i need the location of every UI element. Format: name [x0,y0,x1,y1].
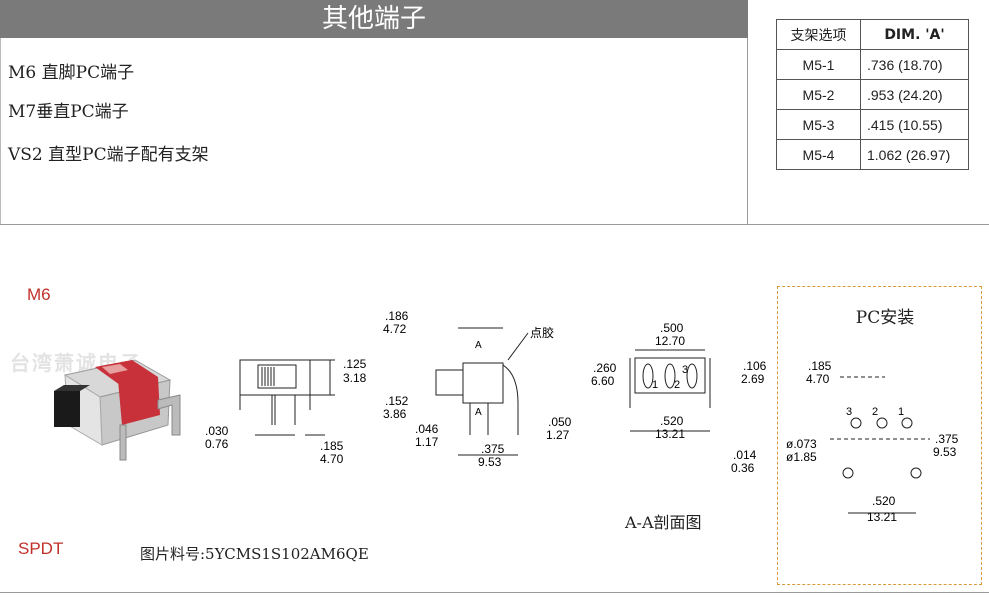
end-view-drawing: .186 4.72 A A 点胶 .152 3.86 .046 1.17 .37… [383,309,572,469]
model-label: M6 [27,285,51,304]
dim-text: .520 [872,494,896,508]
dim-text: 0.76 [205,437,229,451]
section-view-drawing: .500 12.70 1 2 3 .260 6.60 .106 2.69 .52… [591,321,767,475]
pc-mount-drawing: .185 4.70 3 2 1 ø.073 ø1.85 .375 9.53 .5… [786,359,959,524]
dim-text: 3.18 [343,371,367,385]
dim-text: .500 [660,321,684,335]
section-divider-horizontal [0,224,989,225]
dim-text: 12.70 [655,334,685,348]
dim-text: 4.70 [320,452,344,466]
dim-text: .185 [320,439,344,453]
dim-text: 4.70 [806,372,830,386]
dim-text: .375 [481,442,505,456]
pc-mount-title: PC安装 [855,308,915,328]
dim-text: ø.073 [786,437,817,451]
dim-text: .014 [733,448,757,462]
table-header-dim: DIM. 'A' [860,19,969,50]
section-marker: A [475,340,482,351]
left-border [0,38,1,225]
bottom-divider [0,592,989,593]
dimension-table: 支架选项 DIM. 'A' M5-1 .736 (18.70) M5-2 .95… [776,19,969,170]
dim-text: 6.60 [591,374,615,388]
dim-text: .030 [205,424,229,438]
dim-text: 1.27 [546,428,570,442]
dim-text: 0.36 [731,461,755,475]
dim-text: .520 [660,414,684,428]
dim-text: .106 [743,359,767,373]
side-view-drawing: .125 3.18 .030 0.76 .185 4.70 [205,357,367,466]
section-marker: A [475,407,482,418]
dim-text: 9.53 [478,455,502,469]
dim-text: .375 [935,432,959,446]
pin-label: 3 [682,364,688,376]
dim-text: .260 [593,361,617,375]
section-caption: A-A剖面图 [625,513,702,532]
table-cell: .953 (24.20) [860,79,969,110]
table-cell: 1.062 (26.97) [860,139,969,170]
header-bar [0,0,748,38]
dim-text: 3.86 [383,407,407,421]
dim-text: .046 [415,422,439,436]
glue-label: 点胶 [530,325,554,340]
dim-text: 13.21 [655,427,685,441]
pc-mount-box [777,286,982,585]
dim-text: ø1.85 [786,450,817,464]
pin-label: 2 [872,406,878,418]
dim-text: 2.69 [741,372,765,386]
dim-text: .186 [385,309,409,323]
table-cell: .415 (10.55) [860,109,969,140]
section-divider-vertical [747,38,748,225]
table-cell: M5-4 [776,139,861,170]
dim-text: .185 [808,359,832,373]
part-number: 图片料号:5YCMS1S102AM6QE [140,545,369,563]
table-row: M5-3 .415 (10.55) [776,109,969,140]
dim-text: 4.72 [383,322,407,336]
pin-label: 3 [846,406,852,418]
dim-text: 13.21 [867,510,897,524]
table-cell: M5-2 [776,79,861,110]
table-header-row: 支架选项 DIM. 'A' [776,19,969,50]
table-row: M5-4 1.062 (26.97) [776,139,969,170]
pin-label: 1 [652,379,658,391]
dim-text: .050 [548,415,572,429]
dim-text: 1.17 [415,435,439,449]
terminal-item-m6: M6 直脚PC端子 [8,63,135,83]
switch-photo [54,359,181,461]
table-row: M5-2 .953 (24.20) [776,79,969,110]
table-header-option: 支架选项 [776,19,861,50]
table-cell: M5-1 [776,49,861,80]
dim-text: .125 [343,357,367,371]
table-cell: .736 (18.70) [860,49,969,80]
pin-label: 2 [674,379,680,391]
terminal-item-vs2: VS2 直型PC端子配有支架 [8,145,209,165]
dim-text: .152 [385,394,409,408]
table-row: M5-1 .736 (18.70) [776,49,969,80]
circuit-type-label: SPDT [18,539,64,558]
pin-label: 1 [898,406,904,418]
page-title: 其他端子 [321,4,426,34]
terminal-item-m7: M7垂直PC端子 [8,102,129,122]
table-cell: M5-3 [776,109,861,140]
dim-text: 9.53 [933,445,957,459]
